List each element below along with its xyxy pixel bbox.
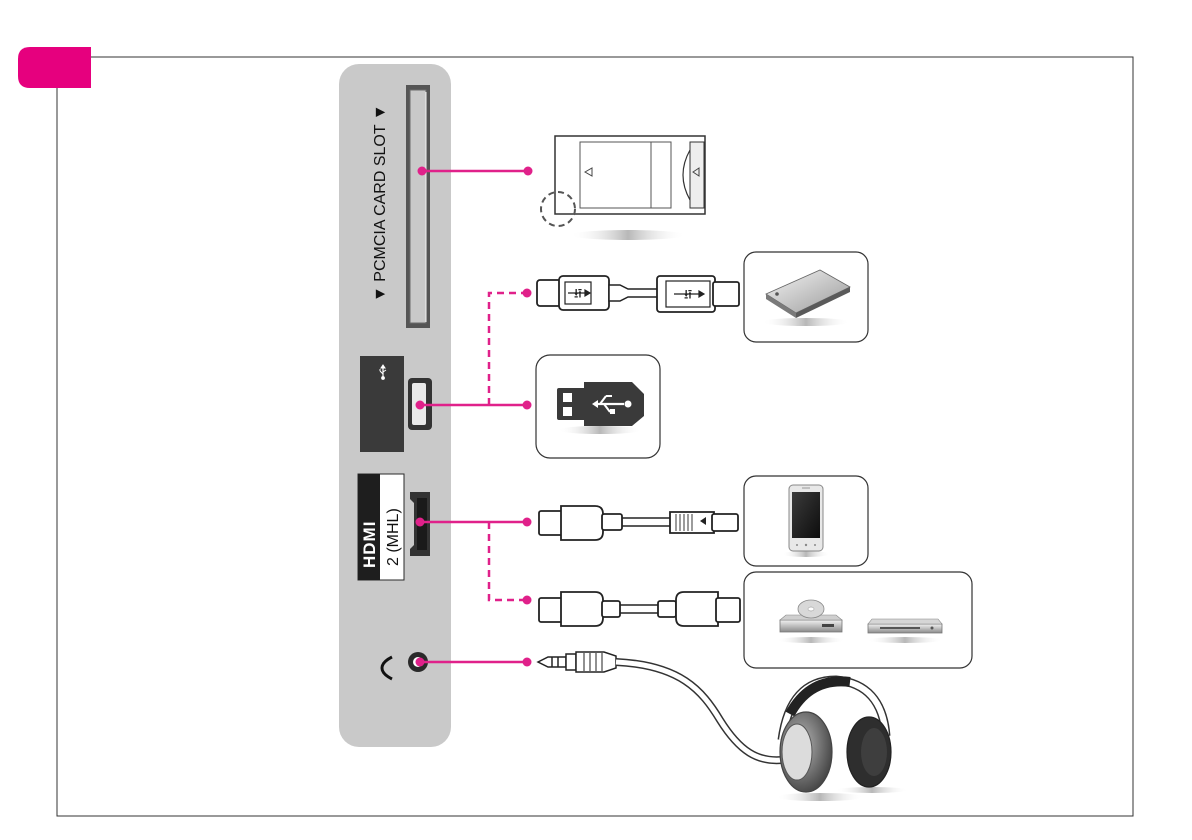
hdmi-logo: HDMI: [360, 521, 379, 568]
mhl-cable: [539, 506, 738, 540]
dvd-and-set-top-box: [744, 572, 972, 668]
usb-area: [360, 356, 404, 452]
audio-plug: [538, 652, 616, 672]
set-top-box-icon: [867, 619, 943, 643]
pcmcia-slot-label: ▼ PCMCIA CARD SLOT ▼: [372, 104, 389, 302]
smartphone: [744, 476, 868, 566]
usb-flash-drive: [536, 355, 660, 458]
headphones: [776, 680, 908, 801]
usb-hard-drive: [744, 252, 868, 342]
hdmi-port-label: 2 (MHL): [385, 508, 402, 566]
pcmcia-slot: [406, 85, 430, 328]
ci-module: [541, 136, 705, 240]
hdmi-cable: [539, 592, 740, 626]
section-tab: [18, 47, 91, 88]
svg-text:⭿: ⭿: [574, 287, 582, 302]
usb-cable: ⭿ ⭿: [537, 276, 739, 312]
audio-cable: [616, 662, 782, 760]
svg-text:⭿: ⭿: [684, 288, 692, 303]
